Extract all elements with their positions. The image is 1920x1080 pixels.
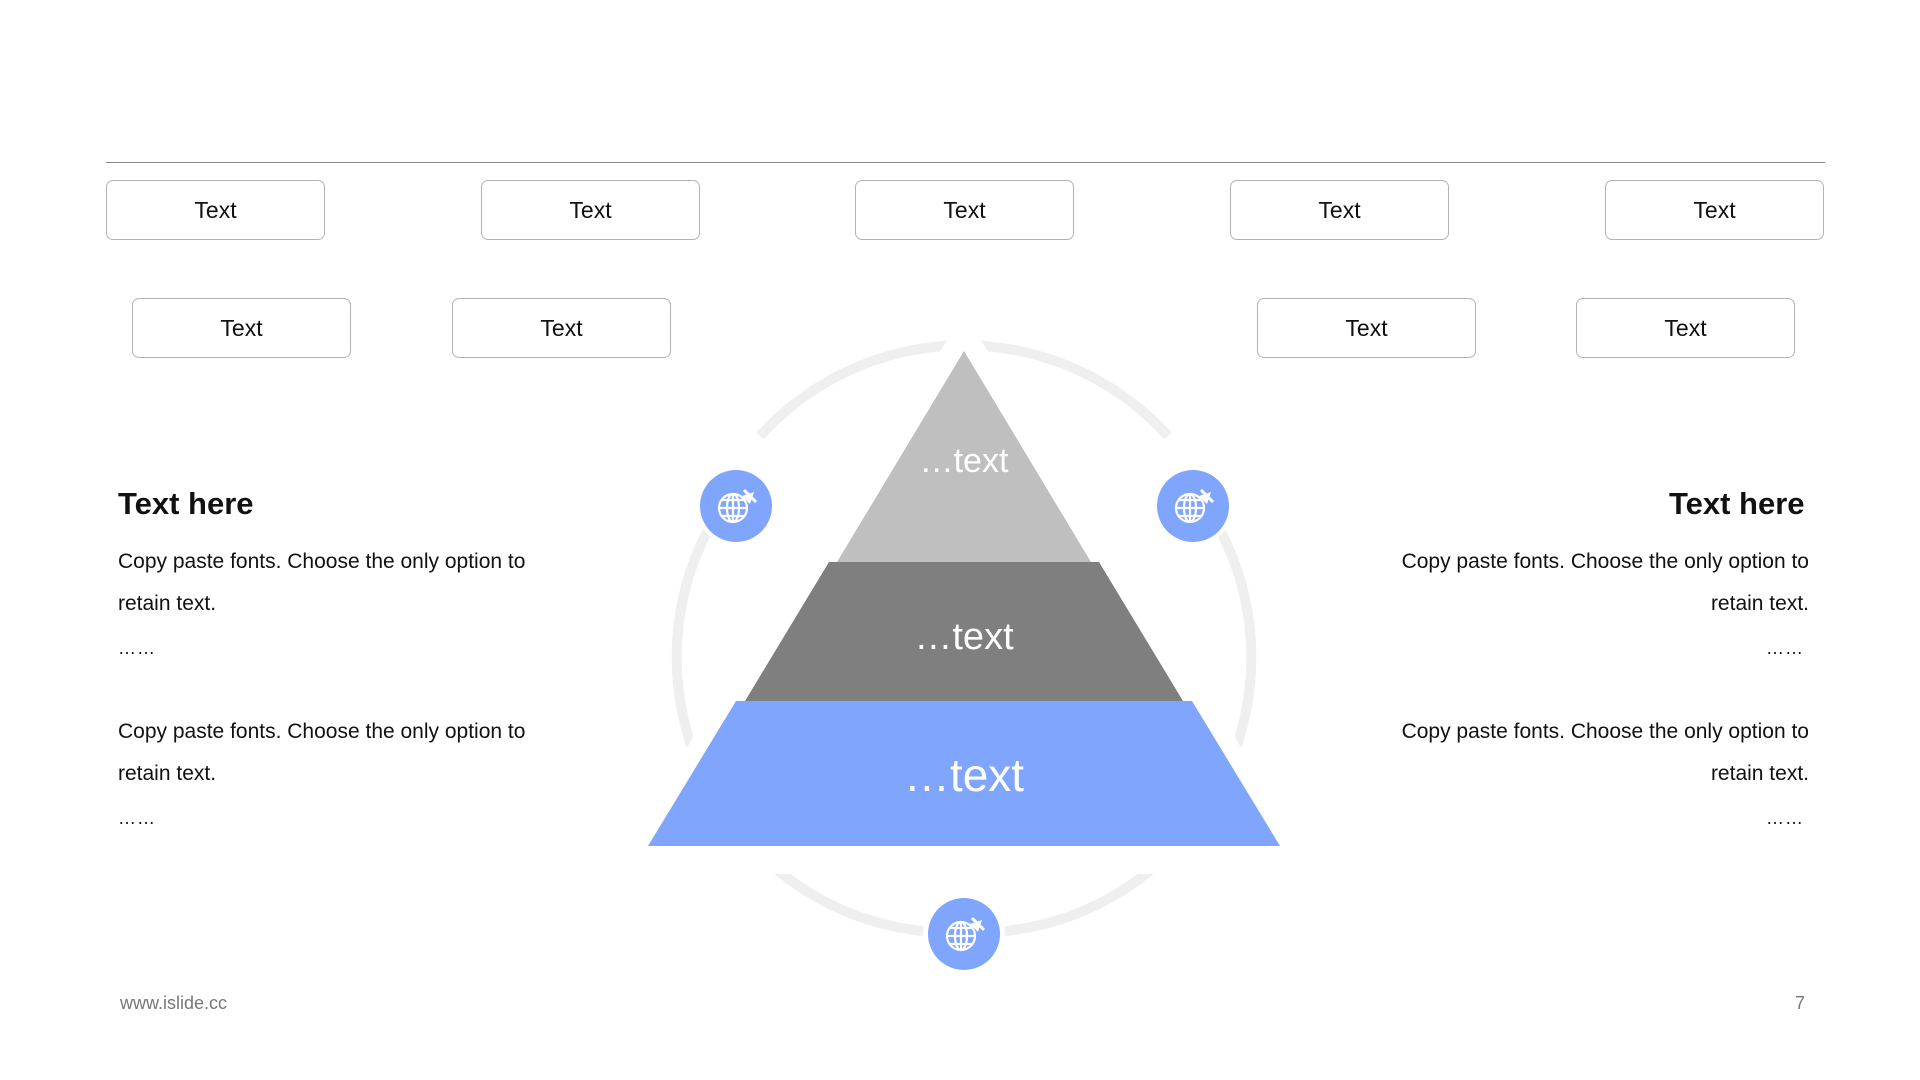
globe-plane-icon xyxy=(928,898,1000,970)
second-text-box-4[interactable]: Text xyxy=(1576,298,1795,358)
left-heading: Text here xyxy=(118,486,254,521)
top-text-box-5[interactable]: Text xyxy=(1605,180,1824,240)
box-label: Text xyxy=(1664,314,1707,341)
left-paragraph-1: Copy paste fonts. Choose the only option… xyxy=(118,550,526,615)
pyramid-top-label: …text xyxy=(919,442,1009,480)
right-heading: Text here xyxy=(1669,486,1805,521)
box-label: Text xyxy=(220,314,263,341)
pyramid-bottom-layer xyxy=(648,701,1280,846)
right-ellipsis-2: …… xyxy=(1766,808,1804,828)
globe-plane-icon xyxy=(1157,470,1229,542)
box-label: Text xyxy=(540,314,583,341)
box-label: Text xyxy=(194,196,237,223)
second-text-box-1[interactable]: Text xyxy=(132,298,351,358)
left-paragraph-2: Copy paste fonts. Choose the only option… xyxy=(118,720,526,785)
top-text-box-4[interactable]: Text xyxy=(1230,180,1449,240)
right-paragraph-2: Copy paste fonts. Choose the only option… xyxy=(1401,720,1809,785)
pyramid-middle-layer xyxy=(745,562,1183,701)
top-text-box-1[interactable]: Text xyxy=(106,180,325,240)
right-ellipsis-1: …… xyxy=(1766,638,1804,658)
globe-plane-icon xyxy=(700,470,772,542)
right-paragraph-1: Copy paste fonts. Choose the only option… xyxy=(1401,550,1809,615)
second-text-box-3[interactable]: Text xyxy=(1257,298,1476,358)
left-ellipsis-1: …… xyxy=(118,638,156,658)
top-text-box-3[interactable]: Text xyxy=(855,180,1074,240)
box-label: Text xyxy=(943,196,986,223)
second-text-box-2[interactable]: Text xyxy=(452,298,671,358)
pyramid-top-layer xyxy=(837,351,1091,562)
pyramid-bottom-label: …text xyxy=(903,749,1025,801)
top-divider xyxy=(106,162,1825,163)
box-label: Text xyxy=(1318,196,1361,223)
page-number: 7 xyxy=(1795,993,1806,1013)
box-label: Text xyxy=(1693,196,1736,223)
top-text-box-2[interactable]: Text xyxy=(481,180,700,240)
box-label: Text xyxy=(569,196,612,223)
footer-url[interactable]: www.islide.cc xyxy=(120,993,228,1013)
pyramid-middle-label: …text xyxy=(914,616,1014,658)
left-ellipsis-2: …… xyxy=(118,808,156,828)
box-label: Text xyxy=(1345,314,1388,341)
